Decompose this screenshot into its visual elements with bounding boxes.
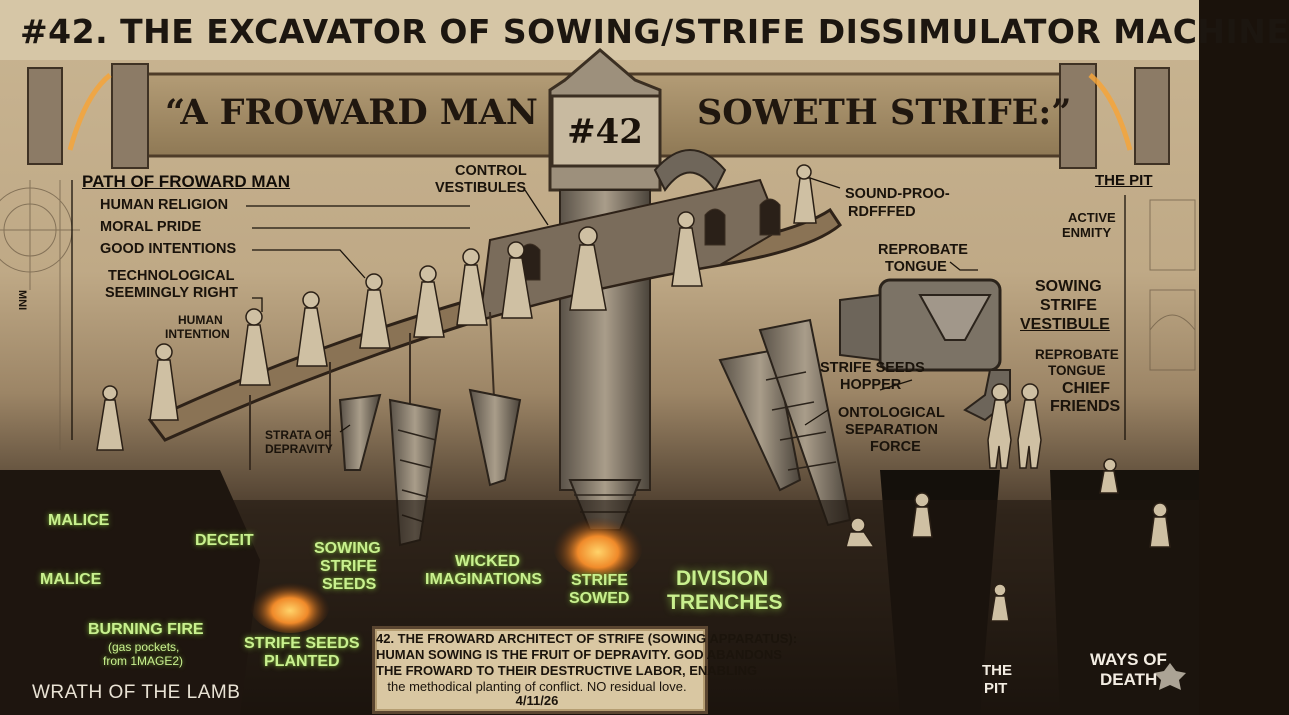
human-intention-label-2: INTENTION: [165, 327, 230, 341]
strata-label-1: STRATA OF: [265, 428, 332, 442]
sowing-seeds-label-1: SOWING: [314, 540, 381, 557]
caption-line-4: the methodical planting of conflict. NO …: [387, 679, 687, 694]
vestibule-label-3: VESTIBULE: [1020, 316, 1110, 333]
soundproof-label-2: RDFFFED: [848, 204, 916, 220]
active-enmity-label-2: ENMITY: [1062, 225, 1112, 240]
banner-quote-right: SOWETH STRIFE:”: [697, 92, 1072, 133]
vestibule-label-1: SOWING: [1035, 278, 1102, 295]
caption-date: 4/11/26: [515, 693, 559, 708]
caption-line-2: HUMAN SOWING IS THE FRUIT OF DEPRAVITY. …: [376, 647, 782, 662]
strife-sowed-label-2: SOWED: [569, 590, 630, 607]
path-header: PATH OF FROWARD MAN: [82, 172, 291, 191]
seeds-planted-label-2: PLANTED: [264, 653, 340, 670]
hopper-label-1: STRIFE SEEDS: [820, 360, 925, 376]
path-item-intentions: GOOD INTENTIONS: [100, 241, 237, 257]
illustration-canvas: #42. THE EXCAVATOR OF SOWING/STRIFE DISS…: [0, 0, 1199, 715]
drill-augers: [338, 318, 852, 547]
control-label-2: VESTIBULES: [435, 180, 527, 196]
star-mark: [1154, 663, 1186, 690]
soundproof-label-1: SOUND-PROO-: [845, 186, 950, 202]
wicked-label-1: WICKED: [455, 553, 520, 570]
reprobate-tongue-right-2: TONGUE: [1048, 363, 1106, 378]
path-item-technological: TECHNOLOGICAL: [108, 268, 235, 284]
struggling-figures: [845, 383, 1171, 622]
sowing-seeds-label-3: SEEDS: [322, 576, 377, 593]
fire-pit-left: [250, 577, 330, 633]
vestibule-label-2: STRIFE: [1040, 297, 1097, 314]
ontological-label-2: SEPARATION: [845, 422, 938, 438]
banner-quote-left: “A FROWARD MAN: [165, 92, 538, 133]
sowing-seeds-label-2: STRIFE: [320, 558, 377, 575]
malice-label-1: MALICE: [48, 512, 110, 529]
strife-seeds-hopper: [839, 278, 1011, 422]
reprobate-tongue-label-2: TONGUE: [885, 259, 947, 275]
ways-of-death-label-2: DEATH: [1100, 670, 1158, 689]
chief-friends-label-1: CHIEF: [1062, 380, 1110, 397]
gas-pockets-label-2: from 1MAGE2): [103, 654, 184, 668]
plaque-number: #42: [567, 112, 643, 152]
division-label-2: TRENCHES: [667, 591, 783, 614]
control-label-1: CONTROL: [455, 163, 527, 179]
path-item-pride: MORAL PRIDE: [100, 219, 202, 235]
path-item-religion: HUMAN RELIGION: [100, 197, 229, 213]
deceit-label: DECEIT: [195, 532, 254, 549]
strata-label-2: DEPRAVITY: [265, 442, 333, 456]
malice-label-2: MALICE: [40, 571, 102, 588]
human-intention-label-1: HUMAN: [178, 313, 223, 327]
active-enmity-label-1: ACTIVE: [1068, 210, 1116, 225]
wrath-of-lamb-label: WRATH OF THE LAMB: [32, 682, 241, 703]
pit-bottom-label-2: PIT: [984, 680, 1008, 697]
reprobate-tongue-label-1: REPROBATE: [878, 242, 968, 258]
ontological-label-1: ONTOLOGICAL: [838, 405, 945, 421]
hopper-label-2: HOPPER: [840, 377, 902, 393]
burning-fire-label: BURNING FIRE: [88, 621, 204, 638]
chief-friends-label-2: FRIENDS: [1050, 398, 1121, 415]
blueprint-sketch-left: [0, 180, 80, 450]
side-mark: MNI: [16, 290, 28, 311]
wicked-label-2: IMAGINATIONS: [425, 571, 543, 588]
gas-pockets-label-1: (gas pockets,: [108, 640, 180, 654]
caption-line-1: 42. THE FROWARD ARCHITECT OF STRIFE (SOW…: [376, 631, 798, 646]
ontological-label-3: FORCE: [870, 439, 921, 455]
seeds-planted-label-1: STRIFE SEEDS: [244, 635, 360, 652]
path-item-seemingly-right: SEEMINGLY RIGHT: [105, 285, 238, 301]
division-label-1: DIVISION: [676, 567, 769, 590]
pit-bottom-label-1: THE: [982, 662, 1012, 679]
caption-line-3: THE FROWARD TO THEIR DESTRUCTIVE LABOR, …: [376, 663, 758, 678]
ways-of-death-label-1: WAYS OF: [1090, 650, 1167, 669]
the-pit-top-label: THE PIT: [1095, 172, 1153, 189]
caption-panel: [372, 626, 708, 714]
page-title: #42. THE EXCAVATOR OF SOWING/STRIFE DISS…: [20, 12, 1289, 51]
strife-sowed-label-1: STRIFE: [571, 572, 628, 589]
leader-lines: [71, 177, 1126, 440]
fire-pit-center: [553, 510, 643, 580]
blueprint-sketch-right: [1124, 195, 1196, 440]
robed-figures: [96, 164, 817, 451]
reprobate-tongue-right-1: REPROBATE: [1035, 347, 1119, 362]
